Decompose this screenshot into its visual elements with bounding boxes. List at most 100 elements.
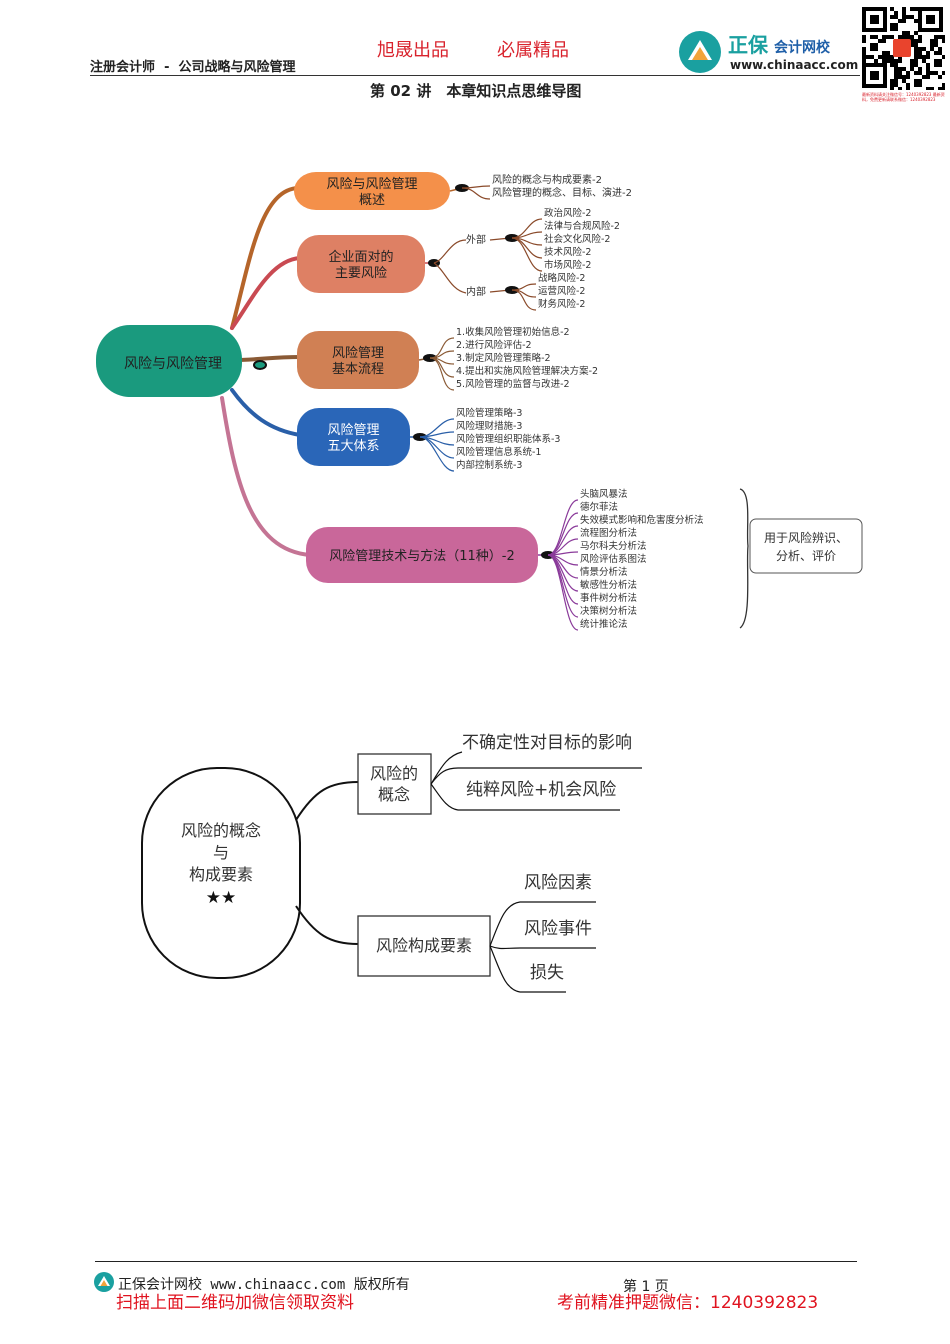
qr-module: [882, 55, 886, 59]
qr-module: [942, 55, 946, 59]
leaf-item: 风险管理组织职能体系-3: [456, 433, 560, 445]
leaf-item: 风险管理的概念、目标、演进-2: [492, 186, 632, 199]
branch-node: [306, 527, 538, 583]
branch-node: [297, 331, 419, 389]
leaf-item: 损失: [530, 963, 564, 983]
qr-module: [894, 67, 898, 71]
root-connector: [295, 905, 359, 945]
qr-module: [894, 27, 898, 31]
qr-module: [878, 39, 882, 43]
qr-module: [894, 23, 898, 27]
leaf-item: 情景分析法: [580, 566, 628, 578]
root-label: 构成要素: [189, 865, 253, 884]
qr-module: [870, 47, 874, 51]
qr-module: [914, 63, 918, 67]
qr-module: [914, 83, 918, 87]
note-box: [749, 518, 863, 574]
qr-module: [926, 63, 930, 67]
slogan-left: 旭晟出品: [377, 40, 449, 61]
qr-module: [890, 83, 894, 87]
note-text: 分析、评价: [776, 549, 836, 563]
leaf-item: 社会文化风险-2: [544, 233, 610, 245]
qr-module: [862, 59, 866, 63]
leaf-item: 风险管理策略-3: [456, 407, 522, 419]
page-number: 第 1 页: [623, 1279, 669, 1295]
leaf-item: 1.收集风险管理初始信息-2: [456, 326, 570, 338]
qr-module: [942, 87, 946, 91]
qr-module: [930, 71, 934, 75]
qr-module: [894, 75, 898, 79]
leaf-item: 纯粹风险+机会风险: [466, 780, 616, 800]
footer-logo-icon: [94, 1272, 114, 1292]
qr-module: [862, 35, 866, 39]
qr-module: [862, 47, 866, 51]
group-connector: [433, 262, 467, 294]
qr-module: [890, 15, 894, 19]
leaf-item: 风险事件: [524, 919, 592, 939]
qr-module: [934, 63, 938, 67]
qr-module: [914, 19, 918, 23]
leaf-item: 风险因素: [524, 873, 592, 893]
qr-module: [918, 67, 922, 71]
qr-module: [902, 7, 906, 11]
root-connector: [230, 355, 302, 362]
branch-label: 企业面对的: [328, 249, 393, 265]
qr-module: [882, 59, 886, 63]
qr-module: [902, 67, 906, 71]
root-connector-dot: [253, 360, 267, 370]
branch-node: [357, 915, 491, 977]
brand-logo-icon: 正保 会计网校 www.chinaacc.com: [679, 31, 858, 73]
qr-module: [914, 55, 918, 59]
leaf-item: 流程图分析法: [580, 527, 637, 539]
qr-module: [914, 71, 918, 75]
leaf-item: 技术风险-2: [544, 246, 591, 258]
qr-module: [886, 59, 890, 63]
qr-module: [922, 47, 926, 51]
qr-module: [938, 51, 942, 55]
leaf-connector: [489, 901, 596, 947]
branch-node: [294, 172, 450, 210]
leaf-connector: [461, 187, 491, 200]
leaf-item: 市场风险-2: [544, 259, 591, 271]
qr-module: [938, 47, 942, 51]
branch-label: 风险管理: [332, 346, 384, 361]
qr-module: [890, 27, 894, 31]
qr-module: [894, 63, 898, 67]
qr-module: [942, 35, 946, 39]
qr-module: [870, 35, 874, 39]
leaf-connector: [511, 289, 537, 311]
brand-logo[interactable]: 正保 会计网校 www.chinaacc.com: [678, 30, 858, 74]
leaf-item: 风险的概念与构成要素-2: [492, 173, 602, 186]
qr-module: [938, 75, 942, 79]
branch-node: [357, 753, 432, 815]
qr-module: [894, 11, 898, 15]
qr-module: [926, 51, 930, 55]
qr-module: [918, 35, 922, 39]
qr-module: [862, 39, 866, 43]
qr-caption: 最新资料请关注微信号：1240392823 最新资料，免费更新请联系微信：124…: [862, 92, 945, 102]
leaf-item: 财务风险-2: [538, 298, 585, 310]
qr-module: [902, 75, 906, 79]
qr-module: [906, 71, 910, 75]
qr-module: [914, 47, 918, 51]
qr-module: [886, 51, 890, 55]
qr-module: [894, 71, 898, 75]
qr-module: [914, 39, 918, 43]
branch-label: 风险的: [370, 764, 418, 783]
qr-module: [890, 23, 894, 27]
qr-module: [930, 39, 934, 43]
group-connector: [433, 239, 467, 264]
leaf-item: 风险管理信息系统-1: [456, 446, 541, 458]
qr-module: [898, 75, 902, 79]
qr-module: [890, 7, 894, 11]
brand-url: www.chinaacc.com: [730, 58, 858, 72]
leaf-item: 5.风险管理的监督与改进-2: [456, 378, 570, 390]
slogan-right: 必属精品: [497, 40, 569, 61]
root-label: 风险的概念: [181, 821, 261, 840]
leaf-item: 3.制定风险管理策略-2: [456, 352, 551, 364]
qr-module: [870, 55, 874, 59]
bracket: [739, 488, 749, 629]
qr-module: [918, 51, 922, 55]
leaf-item: 法律与合规风险-2: [544, 220, 620, 232]
leaf-connector: [511, 237, 543, 272]
